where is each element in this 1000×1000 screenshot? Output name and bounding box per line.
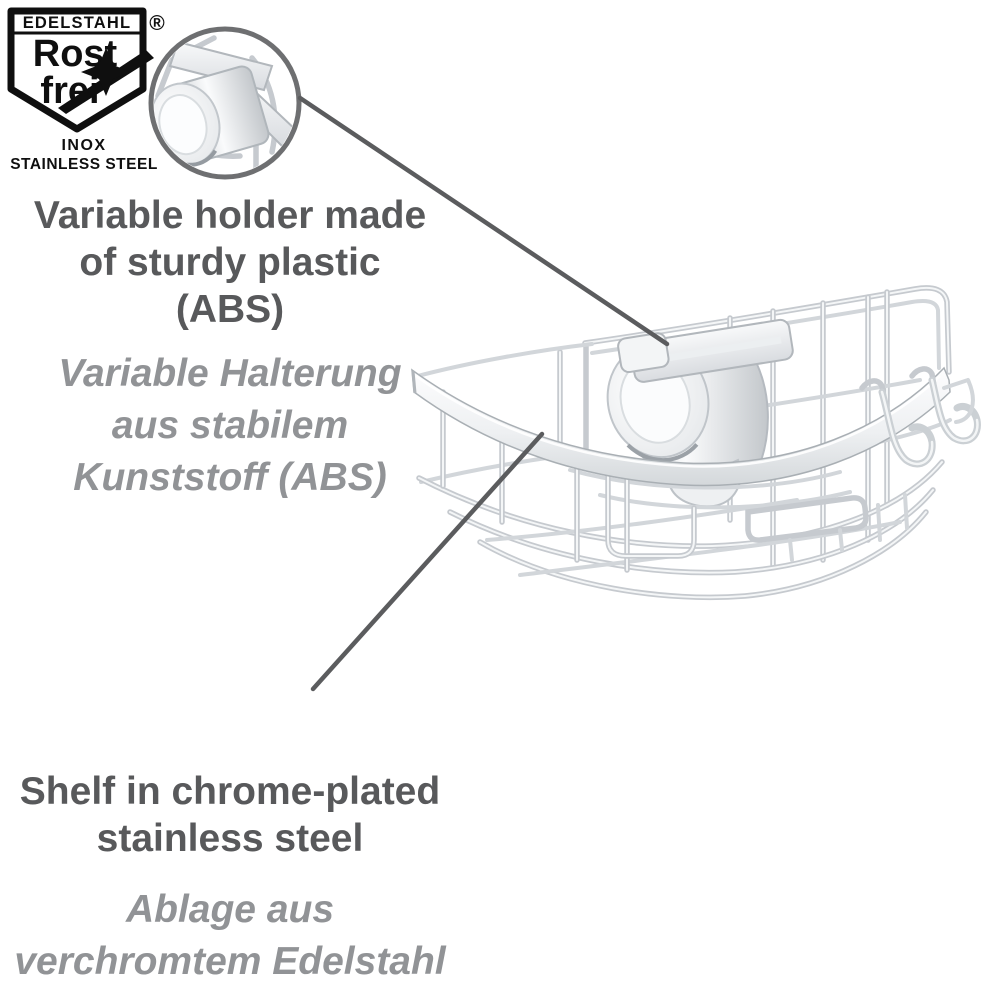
logo-top-label: EDELSTAHL bbox=[23, 14, 132, 32]
holder-heading-line: Variable holder made bbox=[33, 194, 427, 237]
holder-detail-inset bbox=[148, 26, 302, 180]
shelf-heading-line: stainless steel bbox=[96, 817, 364, 860]
inset-circle-border bbox=[148, 26, 302, 180]
rostfrei-stainless-steel-logo: EDELSTAHL Rost frei ® INOX STAINLESS STE… bbox=[7, 7, 165, 173]
holder-subheading-line: aus stabilem bbox=[111, 404, 349, 447]
holder-subheading-line: Variable Halterung bbox=[58, 352, 402, 395]
logo-stainless-steel-label: STAINLESS STEEL bbox=[10, 156, 158, 173]
logo-star bbox=[81, 48, 131, 96]
callout-shelf: Shelf in chrome-plated stainless steel A… bbox=[10, 768, 450, 988]
shelf-subheading-line: verchromtem Edelstahl bbox=[14, 940, 446, 983]
leader-line-shelf bbox=[310, 431, 545, 692]
holder-illustration bbox=[606, 318, 794, 508]
shelf-subheading-line: Ablage aus bbox=[125, 888, 335, 931]
holder-heading-line: of sturdy plastic bbox=[79, 241, 381, 284]
shelf-heading-line: Shelf in chrome-plated bbox=[19, 770, 441, 813]
logo-shield-outline bbox=[7, 7, 147, 133]
registered-trademark-symbol: ® bbox=[149, 12, 165, 35]
basket-bottom-grid bbox=[416, 389, 945, 601]
logo-inox-label: INOX bbox=[61, 137, 106, 154]
holder-subheading-line: Kunststoff (ABS) bbox=[73, 456, 387, 499]
holder-heading-line: (ABS) bbox=[175, 288, 285, 331]
basket-back-frame bbox=[412, 285, 952, 568]
basket-hooks bbox=[859, 366, 981, 468]
callout-holder: Variable holder made of sturdy plastic (… bbox=[12, 192, 448, 504]
leader-line-holder bbox=[297, 95, 670, 347]
